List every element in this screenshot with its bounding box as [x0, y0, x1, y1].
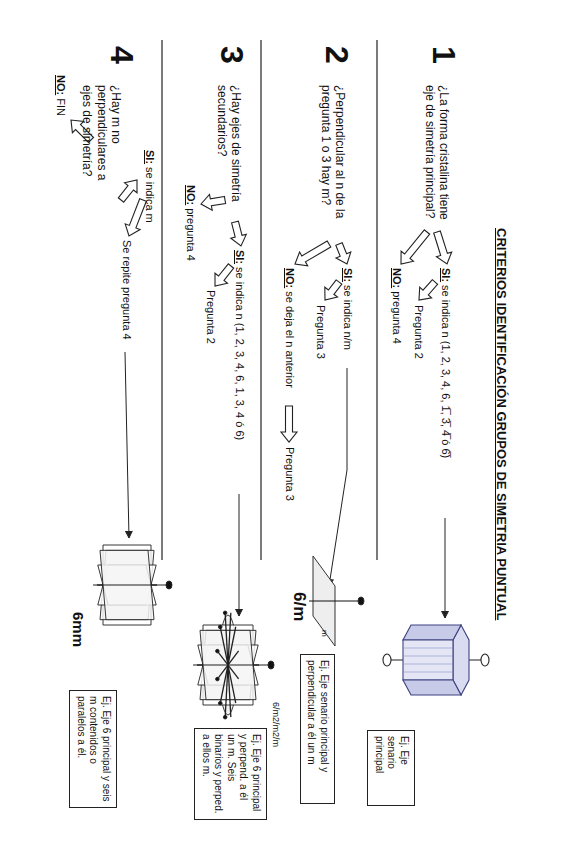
example-text: Ej. Eje 6 principal y seis m contenidos … [76, 696, 112, 802]
step-number: 4 [103, 46, 141, 64]
example-box: Ej. Eje 6 principal y seis m contenidos … [70, 690, 118, 808]
hollow-arrow [201, 195, 226, 211]
answer-text: SI: se indica n/m [341, 268, 354, 350]
leader-line [125, 352, 129, 538]
answer-text: 6mm [69, 612, 87, 647]
step-number: 1 [425, 46, 463, 64]
answer-text: SI: se indica n (1, 2, 3, 4, 6, 1̅, 3̅, … [439, 268, 452, 458]
example-text: Ej. Eje 6 principal y perpend. a él un m… [201, 734, 262, 814]
fan-planes-with-binary-axes [193, 611, 274, 719]
answer-text: Pregunta 3 [283, 447, 296, 501]
hollow-arrows [71, 120, 452, 442]
hollow-arrow [295, 241, 331, 266]
title: CRITERIOS IDENTIFICACIÓN GRUPOS DE SIMET… [494, 228, 509, 620]
answer-text: Se repite pregunta 4 [120, 240, 133, 340]
question-text: ¿Hay ejes de simetría secundarios? [214, 85, 243, 225]
arrow-head [125, 531, 132, 538]
leader-arrows [125, 352, 449, 618]
hollow-arrow [419, 280, 438, 300]
example-box: Ej. Eje 6 principal y perpend. a él un m… [195, 728, 268, 820]
hollow-arrow [231, 221, 247, 246]
answer-text: 6/m [289, 592, 309, 621]
hollow-arrow [325, 280, 342, 300]
hollow-arrow [215, 264, 234, 286]
step-number: 2 [318, 46, 356, 64]
example-box: Ej. Eje senario principal y perpendicula… [300, 654, 335, 804]
answer-text: Pregunta 3 [314, 305, 327, 359]
answer-text: SI: se indica n (1, 2, 3, 4, 6, 1, 3, 4 … [233, 250, 246, 440]
hollow-arrow [281, 406, 297, 442]
answer-text: m [319, 630, 329, 637]
hollow-arrow [118, 180, 137, 202]
arrow-head [236, 609, 243, 616]
leader-line [239, 494, 240, 616]
answer-text: 6/m2/m2/m [270, 702, 281, 747]
example-text: Ej. Eje senario principal y perpendicula… [307, 660, 331, 772]
answer-text: NO: pregunta 4 [184, 185, 197, 261]
question-text: ¿La forma cristalina tiene eje de simetr… [422, 85, 451, 233]
answer-text: NO: FIN [54, 75, 67, 116]
hollow-arrow [336, 243, 351, 264]
hexagonal-prism [383, 625, 489, 695]
mirror-plane [309, 556, 364, 646]
question-text: ¿Perpendicular al n de la pregunta 1 o 3… [318, 85, 347, 243]
fan-planes [93, 545, 172, 625]
hollow-arrow [401, 230, 430, 264]
step-number: 3 [213, 46, 251, 64]
question-text: ¿Hay m no perpendiculares a ejes de sime… [80, 85, 123, 197]
answer-text: Pregunta 2 [204, 290, 217, 344]
arrow-head [442, 611, 449, 618]
leader-line [329, 368, 347, 586]
example-text: Ej. Eje senario principal [374, 736, 410, 773]
example-box: Ej. Eje senario principal [368, 730, 416, 806]
answer-text: SI: se indica m [143, 150, 156, 223]
hollow-arrow [434, 231, 452, 264]
answer-text: Pregunta 2 [412, 305, 425, 359]
hollow-arrow [125, 199, 146, 236]
leader-line [445, 518, 446, 618]
answer-text: NO: se deja el n anterior [283, 268, 296, 388]
answer-text: NO: pregunta 4 [390, 268, 403, 344]
